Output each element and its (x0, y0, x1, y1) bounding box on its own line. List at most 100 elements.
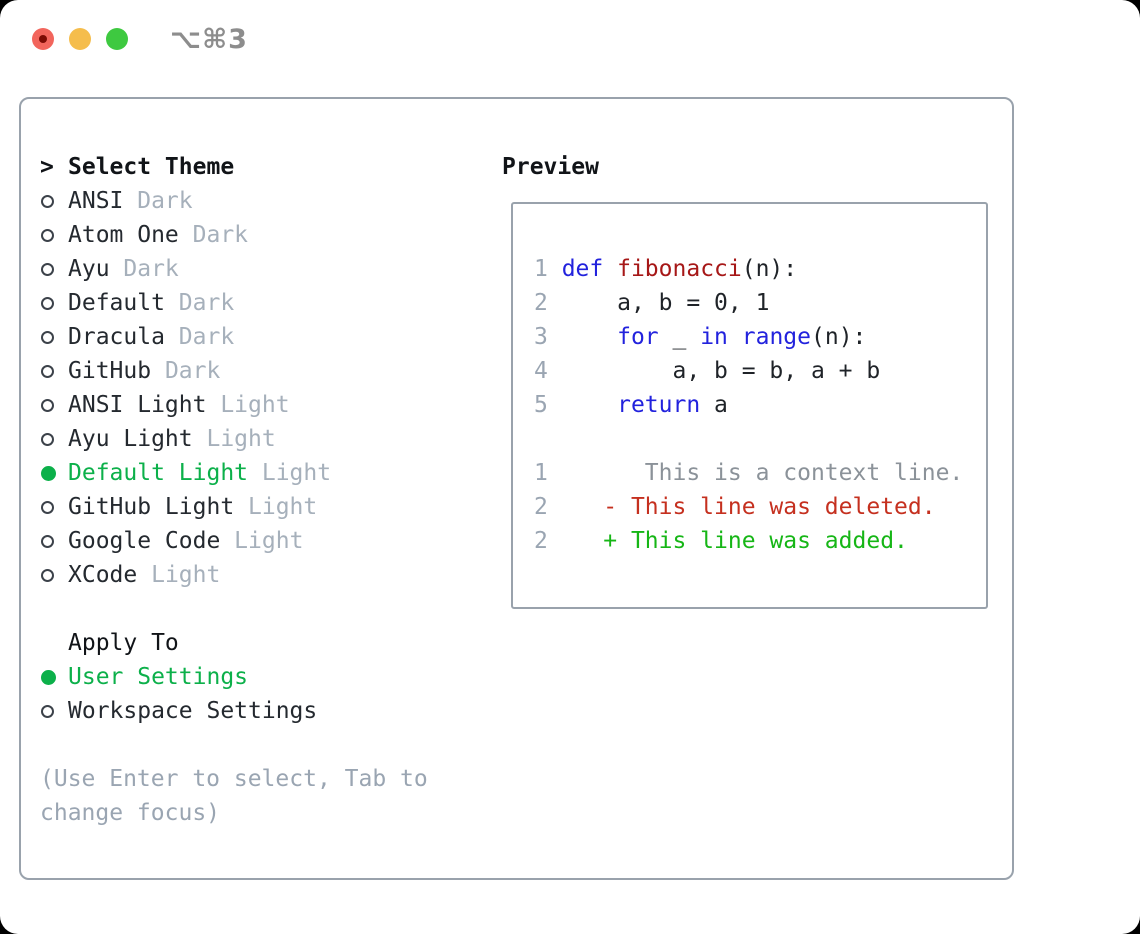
code-segment-plain (728, 324, 742, 350)
zoom-button-icon[interactable] (106, 28, 128, 50)
apply-to-header: Apply To (40, 626, 490, 660)
radio-unselected-icon (40, 568, 68, 582)
theme-option-variant: Dark (164, 290, 235, 316)
theme-option[interactable]: Atom One Dark (40, 218, 490, 252)
radio-unselected-icon (40, 228, 68, 242)
theme-option-name: Dracula (68, 324, 165, 350)
theme-option[interactable]: Ayu Light Light (40, 422, 490, 456)
radio-unselected-icon (40, 704, 68, 718)
theme-option[interactable]: Google Code Light (40, 524, 490, 558)
theme-option-variant: Light (192, 426, 276, 452)
line-number: 1 (534, 256, 562, 282)
code-line: 2 a, b = 0, 1 (534, 286, 986, 320)
theme-option-variant: Light (248, 460, 332, 486)
theme-option-name: Ayu Light (68, 426, 193, 452)
code-line: 4 a, b = b, a + b (534, 354, 986, 388)
theme-option-variant: Light (220, 528, 304, 554)
radio-unselected-icon (40, 500, 68, 514)
code-line: 5 return a (534, 388, 986, 422)
theme-option-variant: Dark (123, 188, 193, 214)
line-number: 2 (534, 494, 562, 520)
theme-option-variant: Dark (151, 358, 221, 384)
close-button-icon[interactable] (32, 28, 54, 50)
code-segment-plain: (n): (741, 256, 798, 282)
code-segment-plain: _ (658, 324, 701, 350)
code-segment-plain: a, b = b, a + b (561, 358, 881, 384)
theme-option-name: GitHub Light (68, 494, 235, 520)
code-segment-context: This is a context line. (561, 460, 964, 486)
line-number: 2 (534, 290, 562, 316)
keyboard-shortcut-label: ⌥⌘3 (170, 24, 248, 55)
code-segment-function: fibonacci (617, 256, 742, 282)
theme-option-name: ANSI (68, 188, 124, 214)
theme-option-variant: Dark (178, 222, 249, 248)
theme-option-variant: Dark (164, 324, 235, 350)
code-line: 1 def fibonacci(n): (534, 252, 986, 286)
theme-option[interactable]: ANSI Light Light (40, 388, 490, 422)
line-number: 5 (534, 392, 562, 418)
apply-to-option[interactable]: Workspace Settings (40, 694, 490, 728)
theme-option-name: Ayu (68, 256, 110, 282)
theme-option-name: ANSI Light (68, 392, 207, 418)
theme-option[interactable]: Ayu Dark (40, 252, 490, 286)
apply-to-option[interactable]: User Settings (40, 660, 490, 694)
theme-option[interactable]: GitHub Light Light (40, 490, 490, 524)
theme-option[interactable]: Default Dark (40, 286, 490, 320)
line-number: 2 (534, 528, 562, 554)
apply-to-title: Apply To (68, 630, 179, 656)
code-segment-plain: a (700, 392, 728, 418)
theme-option-name: XCode (68, 562, 138, 588)
line-number: 3 (534, 324, 562, 350)
code-segment-added: + This line was added. (561, 528, 908, 554)
radio-selected-icon (40, 669, 68, 685)
minimize-button-icon[interactable] (69, 28, 91, 50)
theme-option-name: GitHub (68, 358, 152, 384)
radio-unselected-icon (40, 330, 68, 344)
code-segment-keyword: def (561, 256, 604, 282)
code-line: 2 + This line was added. (534, 524, 986, 558)
theme-option-name: Google Code (68, 528, 221, 554)
apply-to-option-name: Workspace Settings (68, 698, 318, 724)
radio-unselected-icon (40, 432, 68, 446)
radio-unselected-icon (40, 194, 68, 208)
code-segment-keyword: in (700, 324, 728, 350)
close-button-dot (39, 35, 47, 43)
code-segment-plain (562, 392, 617, 418)
spacer (40, 592, 490, 626)
keyboard-hint-text: (Use Enter to select, Tab to change focu… (40, 766, 428, 826)
theme-option-variant: Light (206, 392, 290, 418)
select-theme-title: Select Theme (68, 154, 235, 180)
radio-unselected-icon (40, 262, 68, 276)
code-line: 3 for _ in range(n): (534, 320, 986, 354)
theme-option-name: Atom One (68, 222, 179, 248)
code-segment-plain: a, b = 0, 1 (561, 290, 770, 316)
theme-option-name: Default (68, 290, 165, 316)
theme-option-variant: Light (137, 562, 221, 588)
theme-option-variant: Dark (109, 256, 179, 282)
radio-selected-icon (40, 465, 68, 481)
code-segment-deleted: - This line was deleted. (561, 494, 936, 520)
select-theme-header: > Select Theme (40, 150, 490, 184)
theme-option[interactable]: XCode Light (40, 558, 490, 592)
radio-unselected-icon (40, 364, 68, 378)
theme-option[interactable]: Dracula Dark (40, 320, 490, 354)
theme-option[interactable]: Default Light Light (40, 456, 490, 490)
code-segment-plain (603, 256, 617, 282)
radio-unselected-icon (40, 398, 68, 412)
code-segment-keyword: range (741, 324, 811, 350)
line-number: 4 (534, 358, 562, 384)
apply-to-option-name: User Settings (68, 664, 249, 690)
code-line: 2 - This line was deleted. (534, 490, 986, 524)
code-segment-plain: (n): (811, 324, 867, 350)
code-segment-keyword: for (617, 324, 659, 350)
theme-option[interactable]: GitHub Dark (40, 354, 490, 388)
theme-option[interactable]: ANSI Dark (40, 184, 490, 218)
code-segment-keyword: return (617, 392, 701, 418)
